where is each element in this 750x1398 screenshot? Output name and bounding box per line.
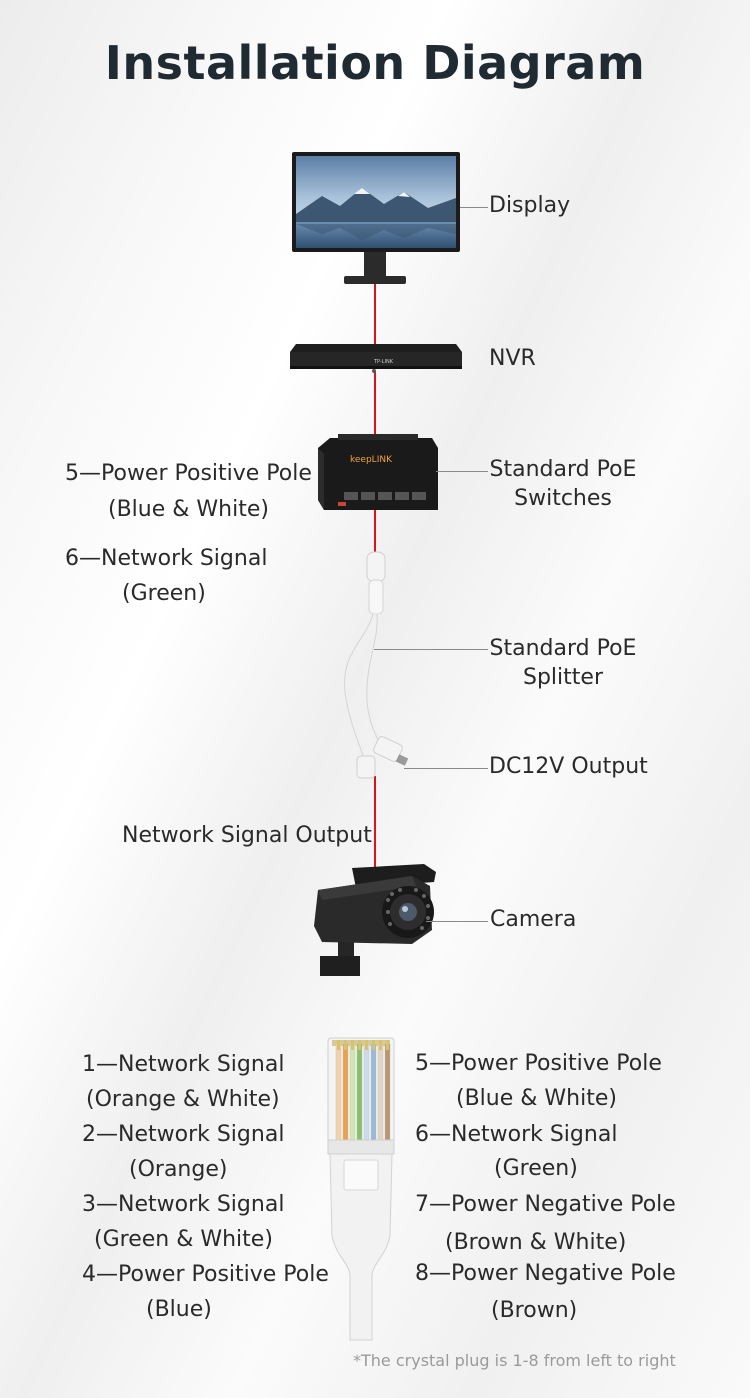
rj45-pin-8 <box>386 1040 389 1050</box>
camera-leader <box>426 921 488 922</box>
page-title: Installation Diagram <box>104 36 646 90</box>
rj45-wire-6 <box>370 1043 377 1141</box>
pin2-sub: (Orange) <box>129 1157 228 1182</box>
display-monitor-image <box>292 152 460 284</box>
pin3-sub: (Green & White) <box>94 1227 273 1252</box>
pin3-label: 3—Network Signal <box>82 1192 285 1217</box>
poe-splitter-image <box>341 551 409 779</box>
side-pin5-sub: (Blue & White) <box>108 497 269 522</box>
side-pin6-sub: (Green) <box>122 581 206 606</box>
pin8-label: 8—Power Negative Pole <box>415 1261 676 1286</box>
rj45-pin-6 <box>372 1040 375 1050</box>
nvr-image: TP-LINK <box>290 344 462 373</box>
pin4-sub: (Blue) <box>146 1297 212 1322</box>
switch-label-line2: Switches <box>514 486 612 511</box>
side-pin6-label: 6—Network Signal <box>65 546 268 571</box>
pin6-sub: (Green) <box>494 1156 578 1181</box>
pin6-label: 6—Network Signal <box>415 1122 618 1147</box>
splitter-label: Standard PoE Splitter <box>480 636 646 690</box>
cable-splitter-camera <box>374 776 376 871</box>
rj45-pin-5 <box>365 1040 368 1050</box>
nvr-label: NVR <box>489 346 536 371</box>
splitter-label-line1: Standard PoE <box>489 636 637 661</box>
camera-label: Camera <box>490 907 577 932</box>
nvr-brand: TP-LINK <box>373 359 394 365</box>
switch-brand: keepLINK <box>350 455 393 465</box>
cable-nvr-switch <box>374 372 376 438</box>
pin1-label: 1—Network Signal <box>82 1052 285 1077</box>
splitter-label-line2: Splitter <box>523 665 603 690</box>
rj45-wire-5 <box>363 1043 370 1141</box>
rj45-wire-1 <box>335 1043 342 1141</box>
splitter-leader <box>374 649 488 650</box>
pin2-label: 2—Network Signal <box>82 1122 285 1147</box>
switch-label-line1: Standard PoE <box>489 457 637 482</box>
rj45-wire-7 <box>377 1043 384 1141</box>
network-output-label: Network Signal Output <box>122 823 372 848</box>
display-leader <box>460 207 488 208</box>
pin7-sub: (Brown & White) <box>445 1230 627 1255</box>
rj45-plug-image <box>327 1037 395 1341</box>
rj45-wire-4 <box>356 1043 363 1141</box>
pin5-label: 5—Power Positive Pole <box>415 1051 662 1076</box>
pin7-label: 7—Power Negative Pole <box>415 1192 676 1217</box>
rj45-pin-7 <box>379 1040 382 1050</box>
dc-output-leader <box>404 768 488 769</box>
rj45-wire-2 <box>342 1043 349 1141</box>
pin8-sub: (Brown) <box>491 1298 578 1323</box>
cable-display-nvr <box>374 283 376 345</box>
camera-image <box>314 864 436 976</box>
rj45-wire-8 <box>384 1043 391 1141</box>
switch-label: Standard PoE Switches <box>480 457 646 511</box>
rj45-pin-1 <box>337 1040 340 1050</box>
pin1-sub: (Orange & White) <box>86 1087 280 1112</box>
dc-output-label: DC12V Output <box>489 754 648 779</box>
poe-switch-image: keepLINK <box>318 434 438 510</box>
rj45-wires <box>335 1040 391 1141</box>
rj45-pin-4 <box>358 1040 361 1050</box>
side-pin5-label: 5—Power Positive Pole <box>65 461 312 486</box>
rj45-pin-3 <box>351 1040 354 1050</box>
footnote: *The crystal plug is 1-8 from left to ri… <box>353 1351 676 1370</box>
switch-leader <box>436 471 488 472</box>
rj45-pin-2 <box>344 1040 347 1050</box>
pin4-label: 4—Power Positive Pole <box>82 1262 329 1287</box>
cable-switch-splitter <box>374 510 376 558</box>
rj45-wire-3 <box>349 1043 356 1141</box>
pin5-sub: (Blue & White) <box>456 1086 617 1111</box>
display-label: Display <box>489 193 571 218</box>
